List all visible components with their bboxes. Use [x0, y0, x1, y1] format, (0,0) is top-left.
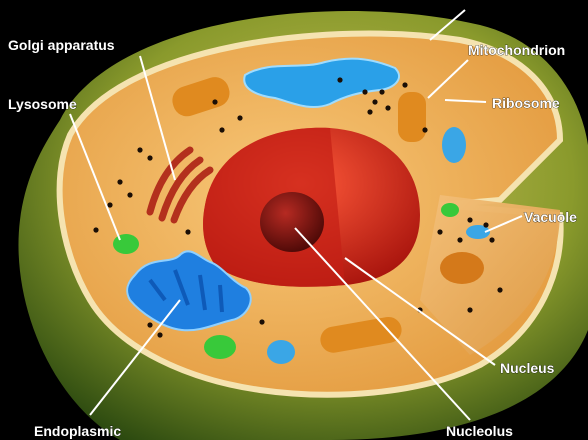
label-nucleus: Nucleus	[500, 360, 555, 376]
label-golgi: Golgi apparatus	[8, 37, 115, 53]
mitochondrion-4	[440, 252, 484, 284]
label-endoplasmic: Endoplasmic	[34, 423, 121, 439]
mitochondrion-2	[398, 92, 426, 142]
lysosome-1	[113, 234, 139, 254]
lysosome-2	[441, 203, 459, 217]
label-lysosome: Lysosome	[8, 96, 77, 112]
label-mitochondrion: Mitochondrion	[468, 42, 565, 58]
lysosome-3	[204, 335, 236, 359]
nucleolus-shape	[260, 192, 324, 252]
label-ribosome: Ribosome	[492, 95, 560, 111]
vacuole-3	[267, 340, 295, 364]
label-nucleolus: Nucleolus	[446, 423, 513, 439]
label-vacuole: Vacuole	[524, 209, 577, 225]
vacuole-1	[442, 127, 466, 163]
